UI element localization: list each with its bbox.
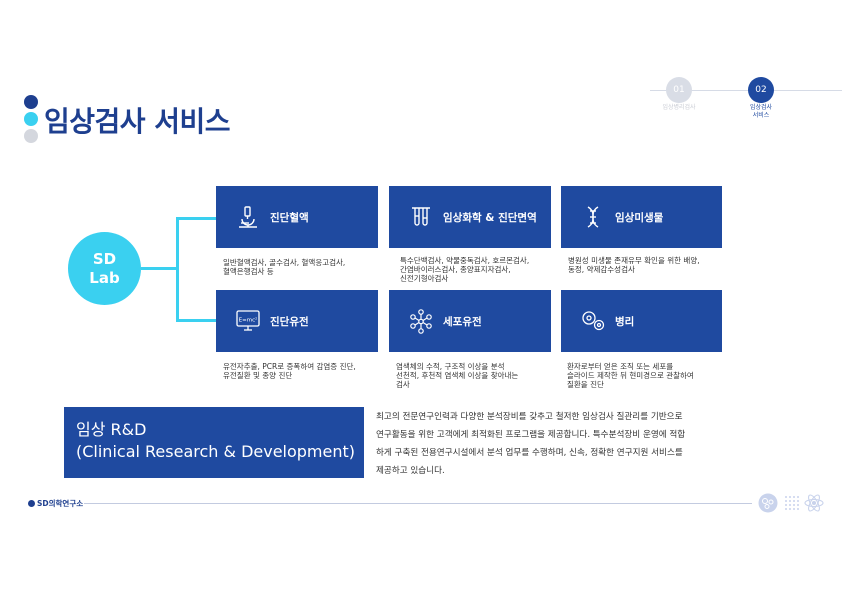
desc-line: 간염바이러스검사, 종양표지자검사, [400, 265, 511, 274]
service-card-cytogenetics[interactable]: 세포유전 [389, 290, 551, 352]
service-desc-microbiology: 병원성 미생물 존재유무 확인을 위한 배양, 동정, 약제감수성검사 [568, 256, 700, 274]
service-card-molecular-genetics[interactable]: E=mc² 진단유전 [216, 290, 378, 352]
cells-circle-icon [758, 493, 778, 517]
service-desc-pathology: 환자로부터 얻은 조직 또는 세포를 슬라이드 제작한 뒤 현미경으로 관찰하여… [567, 362, 694, 389]
desc-line: 특수단백검사, 약물중독검사, 호르몬검사, [400, 256, 530, 265]
rnd-description: 최고의 전문연구인력과 다양한 분석장비를 갖추고 철저한 임상검사 질관리를 … [376, 408, 738, 480]
step-2[interactable]: 02 [748, 77, 774, 103]
connector-bottom-branch [176, 319, 216, 322]
service-card-hematology[interactable]: 진단혈액 [216, 186, 378, 248]
desc-line: 질환을 진단 [567, 380, 604, 389]
logo-text: SD의학연구소 [37, 499, 84, 508]
desc-line: 유전질환 및 종양 진단 [223, 371, 293, 380]
service-desc-chemistry-immunology: 특수단백검사, 약물중독검사, 호르몬검사, 간염바이러스검사, 종양표지자검사… [400, 256, 529, 283]
connector-horizontal-hub [141, 267, 178, 270]
desc-line: 환자로부터 얻은 조직 또는 세포를 [567, 362, 674, 371]
desc-line: 유전자추출, PCR로 증폭하여 감염증 진단, [223, 362, 356, 371]
title-dot-cyan [24, 112, 38, 126]
desc-line: 동정, 약제감수성검사 [568, 265, 635, 274]
service-desc-cytogenetics: 염색체의 수적, 구조적 이상을 분석 선천적, 후천적 염색체 이상을 찾아내… [396, 362, 518, 389]
test-tubes-icon [407, 203, 435, 231]
dna-icon [579, 203, 607, 231]
service-label: 진단혈액 [270, 211, 309, 224]
service-card-pathology[interactable]: 병리 [561, 290, 722, 352]
service-desc-hematology: 일반혈액검사, 골수검사, 혈액응고검사, 혈액은행검사 등 [223, 258, 345, 276]
logo-mark-icon [28, 500, 35, 507]
service-desc-molecular-genetics: 유전자추출, PCR로 증폭하여 감염증 진단, 유전질환 및 종양 진단 [223, 362, 356, 380]
footer-divider [84, 503, 752, 504]
desc-line: 검사 [396, 380, 410, 389]
rnd-subtitle: (Clinical Research & Development) [76, 442, 356, 461]
monitor-formula-icon: E=mc² [234, 307, 262, 335]
rnd-line: 제공하고 있습니다. [376, 466, 445, 476]
desc-line: 병원성 미생물 존재유무 확인을 위한 배양, [568, 256, 700, 265]
rnd-line: 연구활동을 위한 고객에게 최적화된 프로그램을 제공합니다. 특수분석장비 운… [376, 430, 686, 440]
molecule-icon [407, 307, 435, 335]
rnd-title-box: 임상 R&D (Clinical Research & Development) [64, 407, 364, 478]
step-line [650, 90, 842, 91]
service-label: 병리 [615, 315, 635, 328]
service-card-microbiology[interactable]: 임상미생물 [561, 186, 722, 248]
step-2-label: 임상검사 서비스 [731, 104, 791, 120]
rnd-line: 최고의 전문연구인력과 다양한 분석장비를 갖추고 철저한 임상검사 질관리를 … [376, 412, 683, 422]
page-title: 임상검사 서비스 [44, 105, 231, 138]
service-label: 임상화학 & 진단면역 [443, 211, 537, 224]
step-2-label-line: 임상검사 [749, 104, 773, 111]
service-label: 세포유전 [443, 315, 482, 328]
footer-logo: SD의학연구소 [28, 498, 83, 509]
connector-vertical [176, 217, 179, 321]
hub-line2: Lab [89, 268, 120, 287]
rnd-line: 하게 구축된 전용연구시설에서 분석 업무를 수행하며, 신속, 정확한 연구지… [376, 448, 683, 458]
hub-line1: SD [92, 249, 117, 268]
desc-line: 혈액은행검사 등 [223, 267, 274, 276]
grid-dots-icon [784, 495, 800, 515]
rnd-title: 임상 R&D [76, 420, 147, 439]
step-1[interactable]: 01 [666, 77, 692, 103]
service-label: 임상미생물 [615, 211, 664, 224]
sd-lab-hub: SD Lab [68, 232, 141, 305]
atom-icon [804, 493, 824, 517]
step-1-number: 01 [673, 85, 685, 95]
formula-text: E=mc² [239, 317, 258, 324]
desc-line: 신전기형아검사 [400, 274, 449, 283]
step-1-label: 임상병리검사 [662, 104, 696, 111]
title-dot-gray [24, 129, 38, 143]
service-label: 진단유전 [270, 315, 309, 328]
desc-line: 슬라이드 제작한 뒤 현미경으로 관찰하여 [567, 371, 694, 380]
cells-icon [579, 307, 607, 335]
title-dot-navy [24, 95, 38, 109]
step-2-label-line: 서비스 [752, 112, 770, 119]
microscope-icon [234, 203, 262, 231]
desc-line: 선천적, 후천적 염색체 이상을 찾아내는 [396, 371, 519, 380]
step-2-number: 02 [755, 85, 767, 95]
service-card-chemistry-immunology[interactable]: 임상화학 & 진단면역 [389, 186, 551, 248]
desc-line: 일반혈액검사, 골수검사, 혈액응고검사, [223, 258, 346, 267]
connector-top-branch [176, 217, 216, 220]
desc-line: 염색체의 수적, 구조적 이상을 분석 [396, 362, 505, 371]
